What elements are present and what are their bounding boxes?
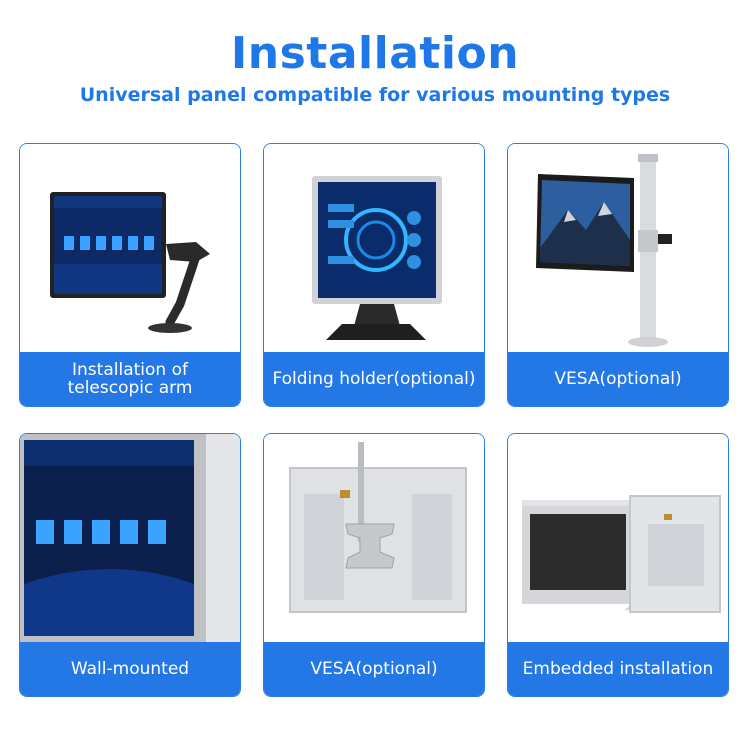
card-label: Wall-mounted xyxy=(20,642,240,696)
card-folding-holder: Folding holder(optional) xyxy=(263,143,485,407)
monitor-on-telescopic-arm-image xyxy=(20,144,240,352)
page-subtitle: Universal panel compatible for various m… xyxy=(79,84,671,106)
card-label: Installation of telescopic arm xyxy=(20,352,240,406)
card-label: VESA(optional) xyxy=(508,352,728,406)
embedded-panel-front-and-back-image xyxy=(508,434,728,642)
monitor-on-folding-stand-image xyxy=(264,144,484,352)
wall-mounted-panel-closeup-image xyxy=(20,434,240,642)
card-label: Folding holder(optional) xyxy=(264,352,484,406)
card-wall-mounted: Wall-mounted xyxy=(19,433,241,697)
panel-back-with-vesa-bracket-image xyxy=(264,434,484,642)
monitor-on-pole-mount-image xyxy=(508,144,728,352)
card-vesa-pole: VESA(optional) xyxy=(507,143,729,407)
card-telescopic-arm: Installation of telescopic arm xyxy=(19,143,241,407)
card-label: Embedded installation xyxy=(508,642,728,696)
card-label: VESA(optional) xyxy=(264,642,484,696)
card-embedded: Embedded installation xyxy=(507,433,729,697)
card-vesa-back: VESA(optional) xyxy=(263,433,485,697)
page-title: Installation xyxy=(230,28,520,79)
